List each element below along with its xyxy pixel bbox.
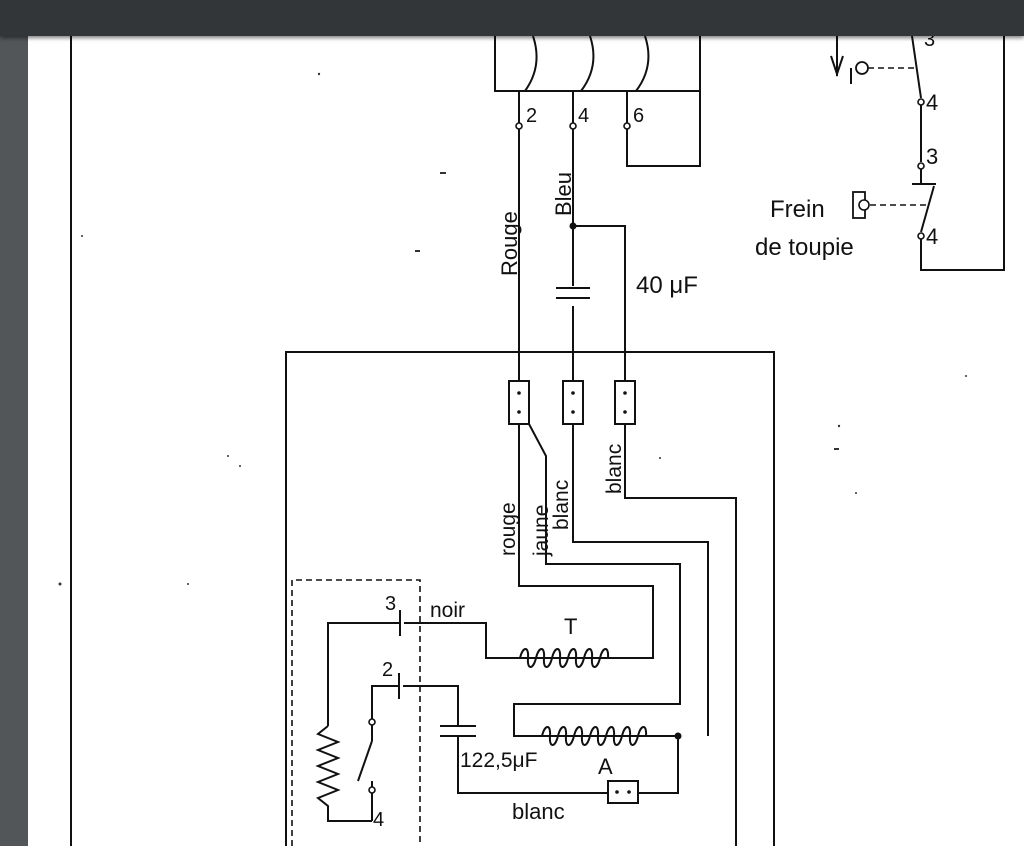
- brake-contact-4: 4: [926, 224, 938, 249]
- coil-t-label: T: [564, 614, 577, 639]
- viewer-toolbar: [0, 0, 1024, 36]
- capacitor-upper-label: 40 μF: [636, 272, 698, 299]
- terminal-block-2: [562, 380, 584, 425]
- wire-label-rouge-lower: rouge: [497, 502, 520, 556]
- wire-jaune: [513, 423, 681, 737]
- switch-contact-3: 3 noir: [327, 593, 486, 726]
- wire-label-rouge: Rouge: [497, 211, 522, 276]
- wiring-schematic: 2 4 6 Rouge Bleu 40 μF: [58, 36, 1005, 846]
- switch-contact-2: 2: [371, 659, 459, 726]
- switch-contact-4: 4: [357, 718, 384, 831]
- capacitor-122uf: 122,5μF blanc: [440, 725, 608, 824]
- coil-a: A: [541, 726, 682, 794]
- wire-label-blanc-1: blanc: [550, 480, 573, 530]
- switch-contact-3-label: 3: [385, 593, 396, 615]
- terminal-block-bottom: [607, 780, 639, 804]
- switch-dashed-enclosure: [291, 579, 421, 846]
- coil-t: T: [485, 614, 610, 668]
- junction-dot: [569, 222, 577, 230]
- resistor: [315, 725, 372, 822]
- wire-label-noir: noir: [430, 599, 465, 622]
- wire-blanc-2: [624, 424, 737, 846]
- terminal-block-1: [508, 380, 530, 425]
- switch-contact-4-label: 4: [373, 809, 384, 831]
- motor-block: [494, 36, 701, 92]
- capacitor-40uf: 40 μF: [556, 272, 698, 299]
- wire-label-blanc-bottom: blanc: [512, 799, 565, 824]
- terminal-label-4: 4: [578, 105, 589, 127]
- brake-switch: 3 4 3 4 Frein de toupie: [755, 36, 1005, 271]
- control-box-outline: [285, 351, 775, 846]
- brake-contact-4-top: 4: [926, 90, 938, 115]
- motor-terminal-4: 4: [569, 91, 589, 130]
- terminal-label-2: 2: [526, 105, 537, 127]
- motor-terminal-6: 6: [623, 91, 701, 167]
- document-page: 2 4 6 Rouge Bleu 40 μF: [28, 36, 1024, 846]
- wire-blanc-1: [572, 424, 709, 736]
- wire-label-bleu: Bleu: [551, 172, 576, 216]
- wire-label-blanc-2: blanc: [603, 444, 626, 494]
- brake-contact-3: 3: [926, 144, 938, 169]
- brake-contact-3-top: 3: [924, 36, 935, 51]
- wire-label-jaune: jaune: [530, 505, 553, 557]
- brake-label-line2: de toupie: [755, 234, 854, 261]
- coil-a-label: A: [598, 754, 613, 779]
- motor-terminal-2: 2: [515, 91, 537, 130]
- scan-noise: [58, 72, 967, 586]
- terminal-label-6: 6: [633, 105, 644, 127]
- capacitor-lower-label: 122,5μF: [460, 749, 537, 772]
- wire-bleu-branch: [573, 225, 626, 381]
- brake-label-line1: Frein: [770, 196, 825, 223]
- switch-contact-2-label: 2: [382, 659, 393, 681]
- terminal-block-3: [614, 380, 636, 425]
